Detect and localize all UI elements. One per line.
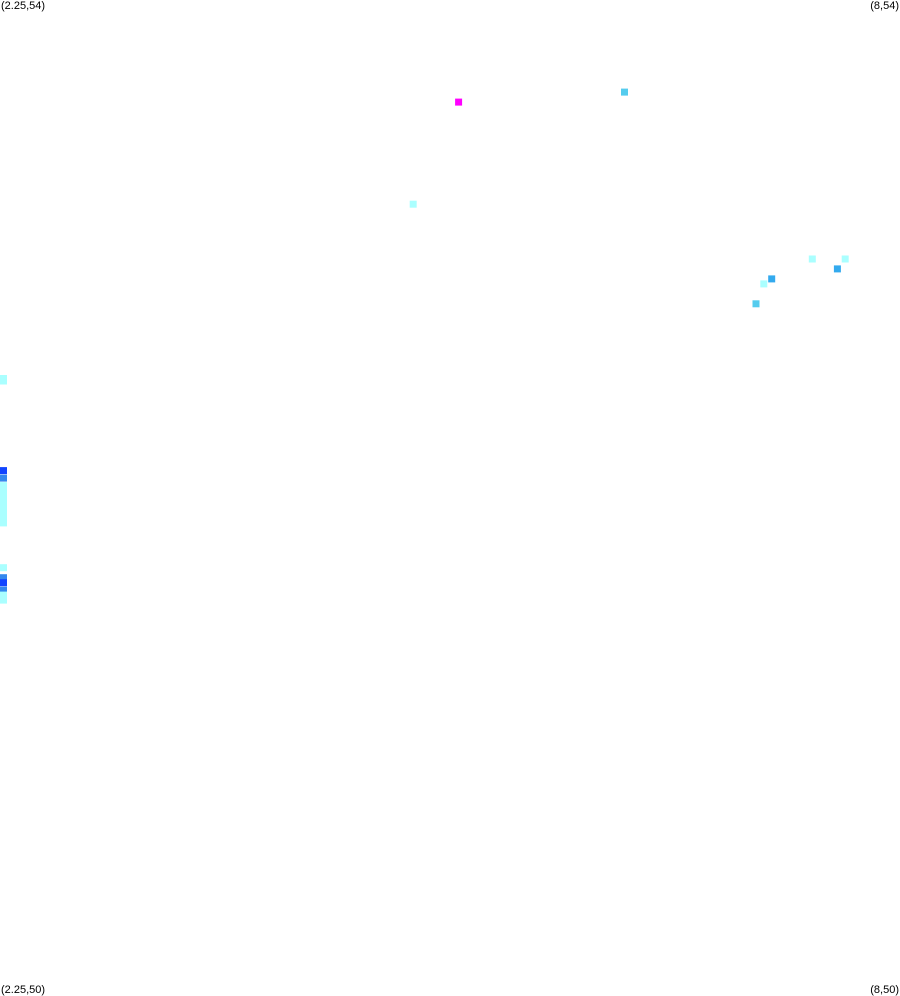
data-points-layer bbox=[0, 88, 849, 604]
data-point-12 bbox=[0, 474, 7, 482]
data-point-1 bbox=[621, 88, 628, 96]
data-point-8 bbox=[752, 300, 760, 308]
data-point-0 bbox=[455, 98, 463, 106]
data-point-6 bbox=[768, 275, 776, 283]
corner-label-top-right: (8,54) bbox=[870, 0, 899, 12]
data-point-22 bbox=[0, 564, 7, 572]
data-point-7 bbox=[760, 280, 768, 288]
data-point-25 bbox=[0, 586, 7, 594]
data-point-3 bbox=[808, 255, 816, 263]
data-point-11 bbox=[0, 467, 7, 475]
data-point-15 bbox=[0, 492, 7, 499]
data-point-27 bbox=[0, 596, 7, 604]
data-point-26 bbox=[0, 591, 7, 599]
corner-label-bottom-right: (8,50) bbox=[870, 984, 899, 996]
data-point-17 bbox=[0, 502, 7, 509]
data-point-14 bbox=[0, 487, 7, 494]
corner-label-top-left: (2.25,54) bbox=[1, 0, 46, 12]
corner-label-bottom-left: (2.25,50) bbox=[1, 984, 46, 996]
data-point-5 bbox=[833, 265, 841, 273]
data-point-24 bbox=[0, 579, 7, 587]
data-point-18 bbox=[0, 506, 7, 514]
data-point-21 bbox=[0, 519, 7, 527]
data-point-10 bbox=[0, 377, 7, 385]
data-point-2 bbox=[409, 200, 417, 208]
data-point-19 bbox=[0, 511, 7, 519]
data-point-13 bbox=[0, 482, 7, 490]
data-point-23 bbox=[0, 574, 7, 582]
data-point-16 bbox=[0, 497, 7, 504]
data-point-4 bbox=[841, 255, 849, 263]
